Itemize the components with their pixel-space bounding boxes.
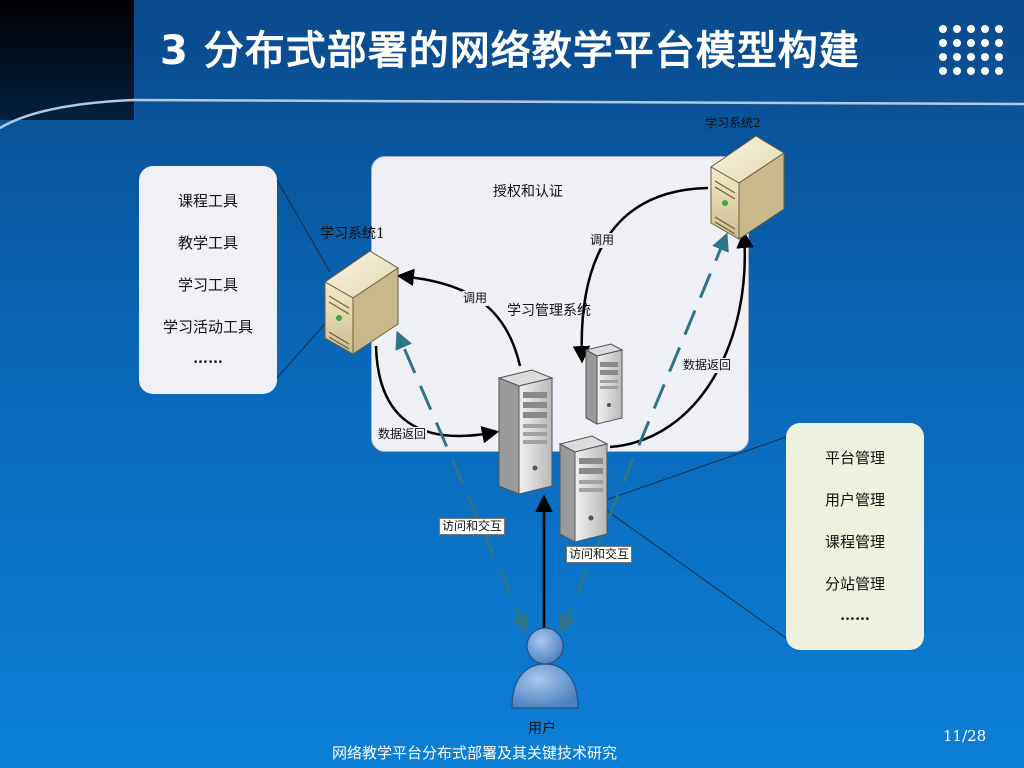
learning-system-1-server-icon — [324, 250, 399, 355]
page-number: 11/28 — [943, 727, 987, 745]
tools-item: 学习活动工具 — [162, 318, 253, 336]
decorative-dots-icon — [939, 25, 1003, 75]
slide-title: 3 分布式部署的网络教学平台模型构建 — [160, 28, 860, 74]
return-arrow-system1 — [374, 345, 500, 444]
access-arrow-system2 — [559, 232, 729, 634]
lms-node-server-icon — [584, 343, 624, 425]
return-label: 数据返回 — [682, 358, 733, 373]
lms-tower-server-icon — [497, 369, 554, 495]
auth-label: 授权和认证 — [493, 184, 563, 200]
user-label: 用户 — [528, 721, 556, 737]
system1-label: 学习系统1 — [320, 226, 385, 242]
tools-box: 课程工具 教学工具 学习工具 学习活动工具 …… — [139, 166, 277, 394]
management-callout-line — [605, 509, 787, 639]
access-label: 访问和交互 — [439, 518, 506, 535]
management-server-icon — [558, 435, 609, 543]
access-arrow-system1 — [395, 330, 529, 634]
management-ellipsis: …… — [840, 606, 870, 624]
management-item: 平台管理 — [824, 449, 885, 467]
access-label: 访问和交互 — [566, 546, 633, 563]
tools-callout-line — [276, 317, 331, 379]
lms-label: 学习管理系统 — [507, 303, 591, 319]
learning-system-2-server-icon — [710, 135, 785, 240]
tools-callout-line — [276, 179, 331, 273]
call-arrow-system1 — [396, 268, 522, 367]
management-item: 分站管理 — [824, 575, 885, 593]
return-arrow-system2 — [609, 230, 754, 449]
tools-item: 课程工具 — [177, 192, 238, 210]
tools-ellipsis: …… — [193, 349, 223, 367]
management-callout-line — [605, 436, 787, 501]
slide-footer: 网络教学平台分布式部署及其关键技术研究 — [332, 744, 618, 762]
top-left-dark-band — [0, 0, 134, 120]
tools-item: 学习工具 — [177, 276, 238, 294]
call-arrow-system2 — [572, 186, 709, 364]
management-item: 课程管理 — [824, 533, 885, 551]
management-box: 平台管理 用户管理 课程管理 分站管理 …… — [786, 423, 924, 650]
system2-label: 学习系统2 — [705, 116, 761, 130]
return-label: 数据返回 — [377, 427, 428, 442]
call-label: 调用 — [462, 291, 489, 306]
tools-item: 教学工具 — [177, 234, 238, 252]
management-item: 用户管理 — [824, 491, 885, 509]
header-divider-line — [0, 98, 1024, 130]
call-label: 调用 — [589, 233, 616, 248]
user-person-icon — [511, 627, 579, 709]
